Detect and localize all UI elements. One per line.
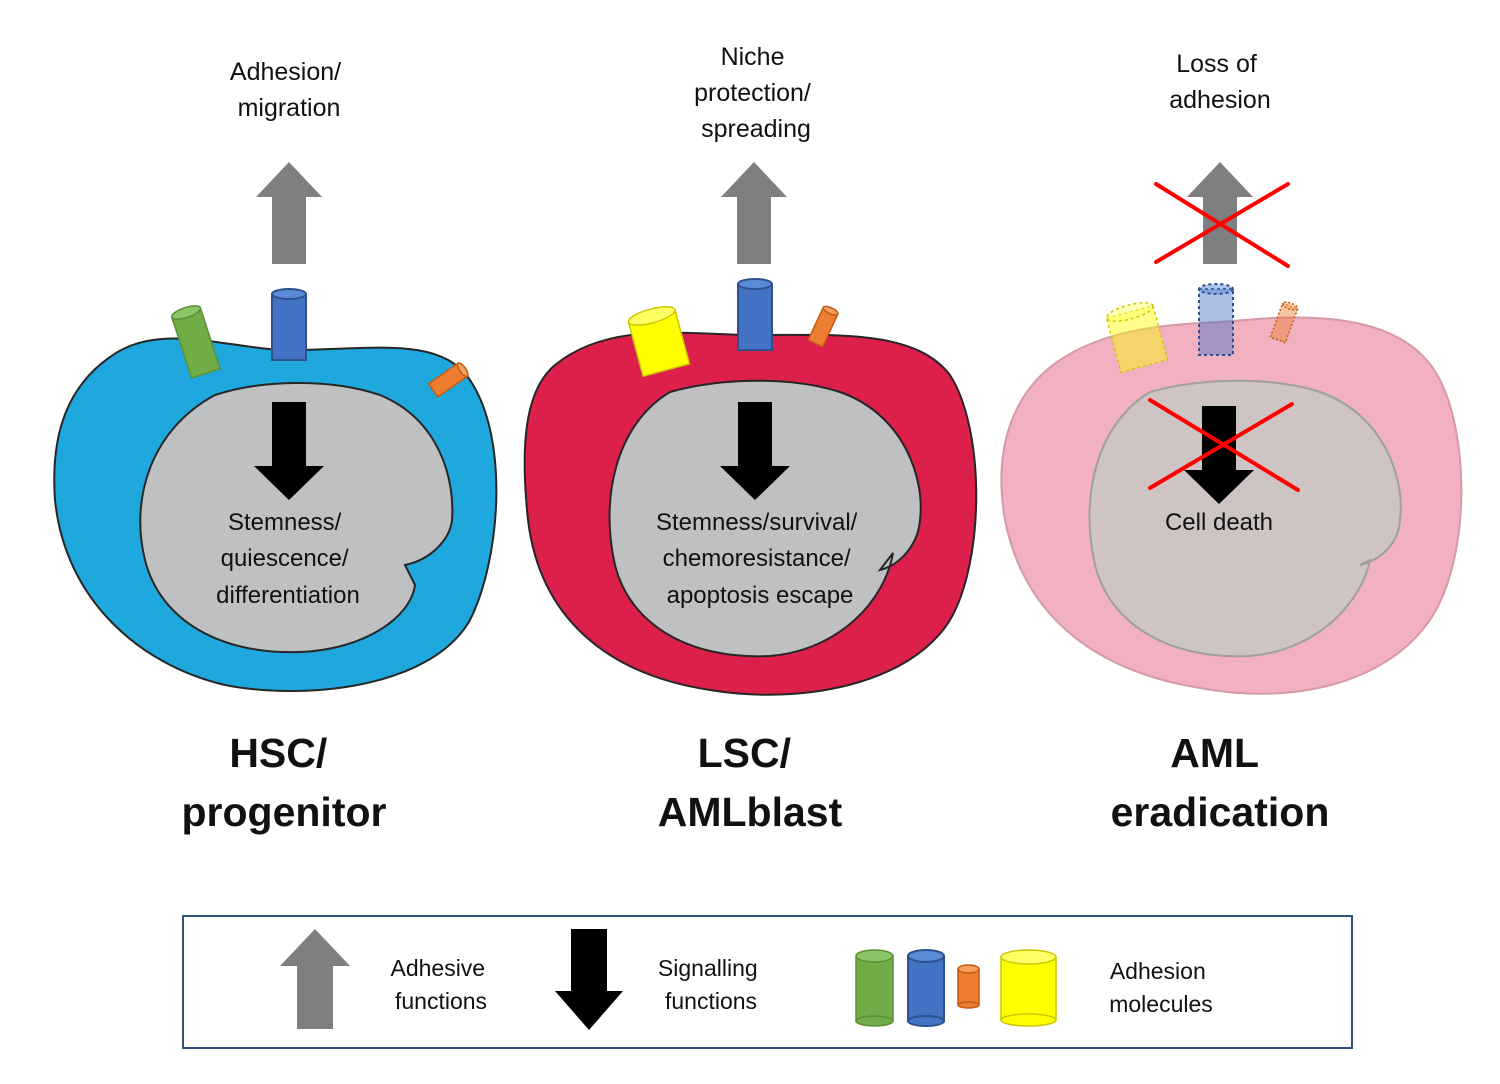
adhesive-arrow	[721, 162, 787, 264]
legend-adhesive-label: Adhesive functions	[390, 955, 491, 1014]
green-adhesion-molecule	[170, 305, 222, 380]
legend-orange-molecule	[957, 964, 980, 1009]
panel-aml: Loss of adhesion Cell death	[1000, 50, 1463, 835]
legend-signalling-label: Signalling functions	[658, 955, 764, 1014]
signalling-arrow	[720, 402, 790, 500]
adhesive-arrow	[256, 162, 322, 264]
hsc-nucleus	[139, 382, 454, 654]
legend-green-molecule	[855, 949, 894, 1027]
aml-title: AML eradication	[1111, 730, 1330, 835]
legend-blue-molecule	[907, 949, 945, 1027]
adhesion-cross-icon	[1154, 182, 1290, 268]
lsc-inner-label: Stemness/survival/ chemoresistance/ apop…	[656, 509, 864, 609]
blue-adhesion-molecule	[271, 288, 307, 361]
hsc-inner-label: Stemness/ quiescence/ differentiation	[216, 509, 360, 609]
lsc-title: LSC/ AMLblast	[658, 730, 843, 835]
adhesive-arrow	[1187, 162, 1253, 264]
legend-adhesive-arrow	[280, 929, 350, 1029]
legend: Adhesive functions Signalling functions	[182, 915, 1353, 1049]
hsc-title: HSC/ progenitor	[182, 730, 387, 835]
hsc-top-label: Adhesion/ migration	[230, 58, 348, 122]
aml-nucleus	[1088, 379, 1402, 658]
yellow-adhesion-molecule	[627, 306, 691, 378]
panel-lsc: Niche protection/ spreading Stemness/sur…	[523, 43, 978, 835]
legend-signalling-arrow	[555, 929, 623, 1030]
legend-molecules-label: Adhesion molecules	[1109, 958, 1213, 1017]
orange-adhesion-molecule	[807, 305, 839, 348]
blue-adhesion-molecule-faded	[1198, 283, 1234, 356]
lsc-nucleus	[608, 379, 922, 658]
aml-top-label: Loss of adhesion	[1169, 50, 1270, 114]
panel-hsc: Adhesion/ migration Stemness/ quiescence…	[53, 58, 498, 835]
aml-inner-label: Cell death	[1165, 509, 1273, 536]
signalling-arrow	[1184, 406, 1254, 504]
lsc-top-label: Niche protection/ spreading	[694, 43, 818, 143]
orange-adhesion-molecule	[427, 362, 469, 398]
signalling-cross-icon	[1148, 398, 1300, 492]
blue-adhesion-molecule	[737, 278, 773, 351]
signalling-arrow	[254, 402, 324, 500]
legend-box	[182, 915, 1353, 1049]
legend-yellow-molecule	[1000, 949, 1057, 1027]
